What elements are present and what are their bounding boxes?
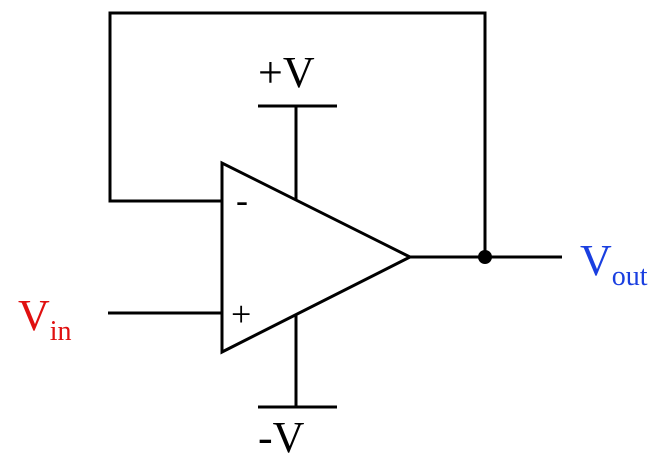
inverting-input-sign: - xyxy=(236,180,248,220)
feedback-wire xyxy=(108,11,487,257)
noninverting-input-sign: + xyxy=(231,294,251,334)
vout-label: Vout xyxy=(580,236,648,292)
vin-subscript: in xyxy=(50,316,72,347)
opamp-triangle xyxy=(220,160,414,355)
pos-supply-label: +V xyxy=(258,48,315,97)
output-junction-dot xyxy=(478,250,492,264)
neg-supply-label: -V xyxy=(258,413,305,462)
vin-label: Vin xyxy=(18,291,72,347)
vout-main-text: V xyxy=(580,236,612,285)
vin-main-text: V xyxy=(18,291,50,340)
vout-subscript: out xyxy=(612,261,648,292)
